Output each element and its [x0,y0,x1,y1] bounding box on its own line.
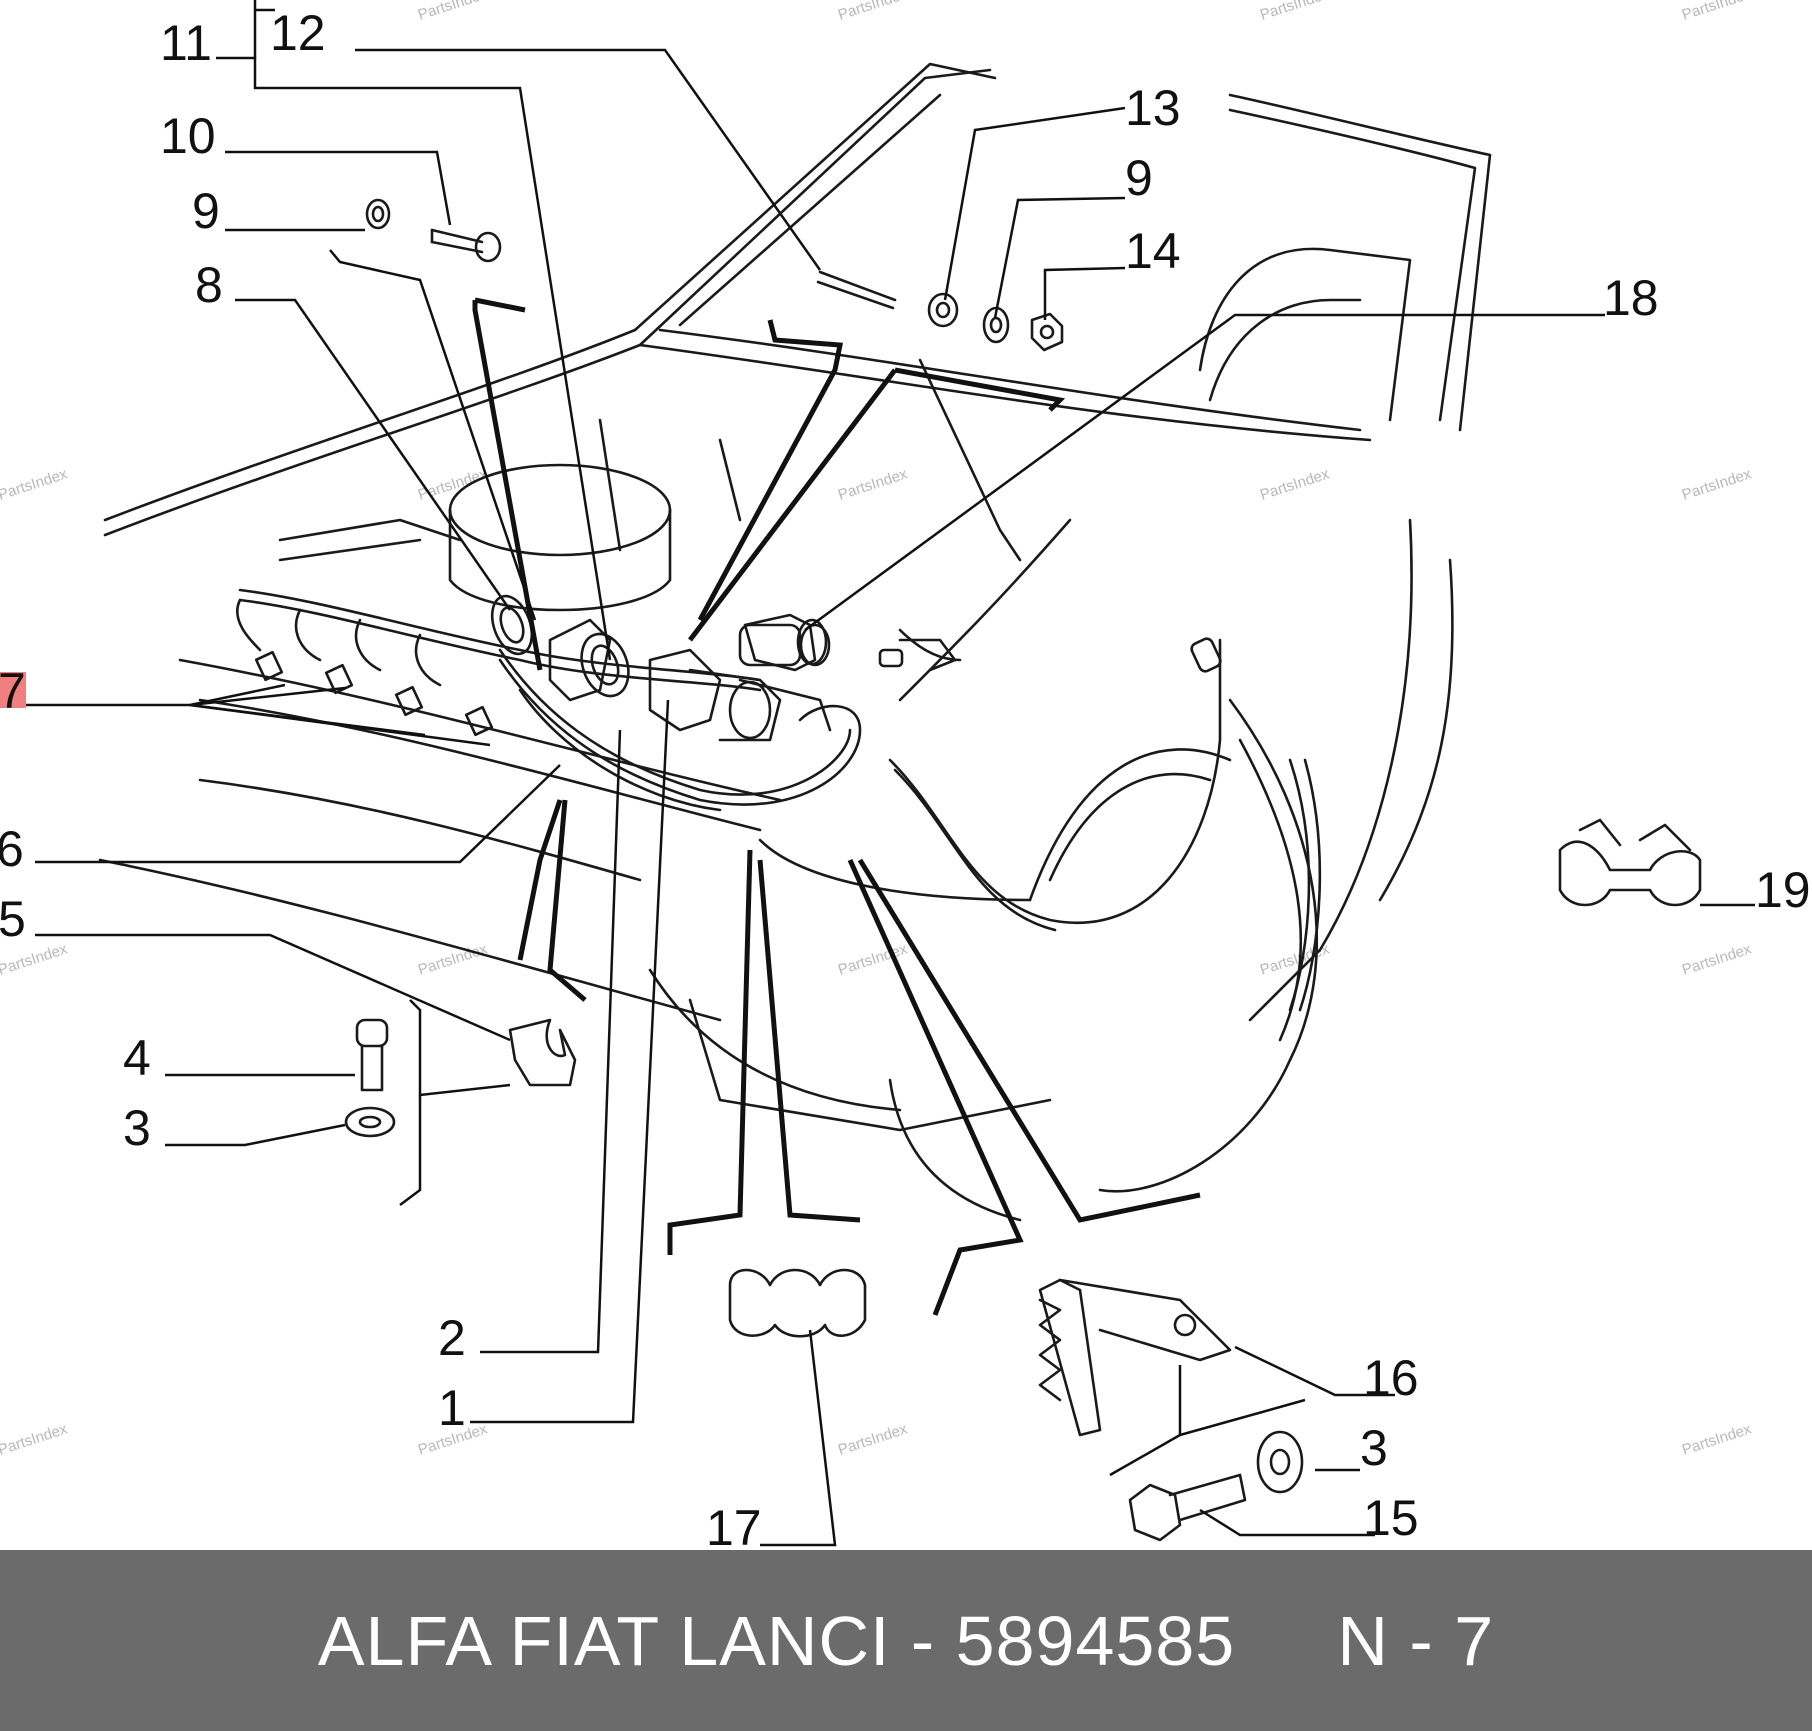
callout-1: 1 [438,1380,466,1436]
callout-9-right: 9 [1125,150,1153,206]
watermark: PartsIndex [1258,0,1332,24]
callout-19: 19 [1755,862,1811,918]
watermark: PartsIndex [836,0,910,24]
callout-10: 10 [160,108,216,164]
callout-8: 8 [195,257,223,313]
watermark: PartsIndex [1680,465,1754,503]
callout-9: 9 [192,183,220,239]
car-body-drawing [98,62,1492,1222]
callout-15: 15 [1363,1490,1419,1546]
watermark-layer: PartsIndex PartsIndex PartsIndex PartsIn… [0,0,1754,1459]
callout-3: 3 [123,1100,151,1156]
callout-14: 14 [1125,223,1181,279]
leader-lines [20,0,1755,1547]
callout-labels: 11 12 10 9 8 13 9 14 18 7 6 5 4 3 19 2 1… [0,5,1811,1550]
watermark: PartsIndex [1680,940,1754,978]
watermark: PartsIndex [1258,465,1332,503]
callout-17: 17 [706,1500,762,1550]
callout-18: 18 [1603,270,1659,326]
watermark: PartsIndex [0,465,70,503]
watermark: PartsIndex [0,1420,70,1458]
engine-drawing [236,463,1322,1012]
watermark: PartsIndex [836,1420,910,1458]
small-parts-drawing [344,198,1702,1542]
watermark: PartsIndex [416,0,490,24]
callout-13: 13 [1125,80,1181,136]
callout-16: 16 [1363,1350,1419,1406]
callout-3-right: 3 [1360,1420,1388,1476]
watermark: PartsIndex [1680,1420,1754,1458]
callout-7-highlight [0,672,26,708]
footer-bar: ALFA FIAT LANCI - 5894585 N - 7 [0,1550,1812,1731]
callout-12: 12 [270,5,326,61]
callout-5: 5 [0,891,26,947]
watermark: PartsIndex [836,465,910,503]
footer-part-number: ALFA FIAT LANCI - 5894585 N - 7 [317,1601,1495,1680]
callout-2: 2 [438,1310,466,1366]
parts-diagram: PartsIndex PartsIndex PartsIndex PartsIn… [0,0,1811,1550]
callout-4: 4 [123,1030,151,1086]
callout-11: 11 [160,15,212,71]
callout-7: 7 [0,663,26,719]
watermark: PartsIndex [1680,0,1754,24]
callout-6: 6 [0,821,24,877]
